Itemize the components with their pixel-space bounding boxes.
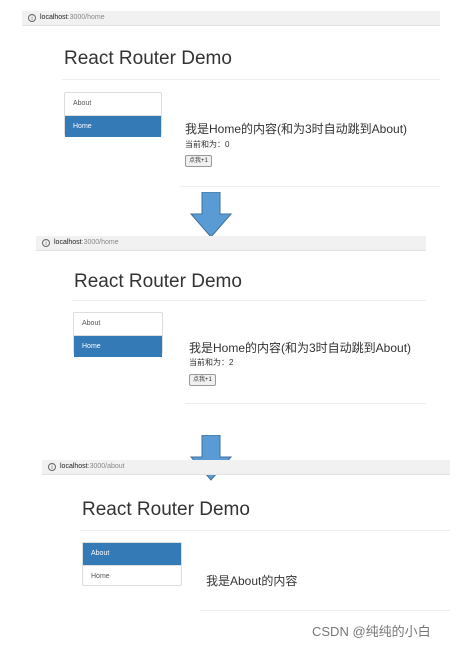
content-heading: 我是Home的内容(和为3时自动跳到About)	[185, 122, 408, 136]
divider	[80, 530, 450, 531]
page-title: React Router Demo	[74, 271, 242, 292]
sum-text: 当前和为：0	[185, 140, 230, 149]
divider	[72, 300, 426, 301]
down-arrow-icon	[190, 192, 232, 238]
nav-item-home[interactable]: Home	[83, 565, 181, 587]
page-title: React Router Demo	[82, 499, 250, 520]
content-heading: 我是About的内容	[206, 574, 298, 588]
url-path: :3000/home	[67, 14, 105, 21]
nav-item-about[interactable]: About	[82, 320, 101, 327]
divider	[200, 610, 450, 611]
increment-button[interactable]: 点我+1	[189, 374, 216, 386]
address-bar[interactable]: i localhost:3000/home	[22, 11, 440, 26]
url-path: :3000/home	[81, 239, 119, 246]
nav-item-about[interactable]: About	[83, 543, 181, 565]
page-title: React Router Demo	[64, 48, 232, 69]
nav-item-home[interactable]: Home	[74, 335, 162, 357]
sum-text: 当前和为：2	[189, 358, 234, 367]
url-host: localhost	[54, 239, 82, 246]
divider	[180, 186, 440, 187]
address-bar[interactable]: i localhost:3000/home	[36, 236, 426, 251]
address-bar[interactable]: i localhost:3000/about	[42, 460, 450, 475]
content-heading: 我是Home的内容(和为3时自动跳到About)	[189, 341, 412, 355]
watermark: CSDN @纯纯的小白	[312, 624, 431, 639]
info-icon[interactable]: i	[42, 239, 50, 247]
divider	[185, 403, 426, 404]
side-nav: About Home	[82, 542, 182, 586]
nav-item-home[interactable]: Home	[65, 115, 161, 137]
side-nav: About Home	[73, 312, 163, 357]
divider	[62, 79, 440, 80]
url-host: localhost	[40, 14, 68, 21]
nav-item-about[interactable]: About	[73, 100, 92, 107]
url-host: localhost	[60, 463, 88, 470]
info-icon[interactable]: i	[48, 463, 56, 471]
side-nav: About Home	[64, 92, 162, 137]
info-icon[interactable]: i	[28, 14, 36, 22]
increment-button[interactable]: 点我+1	[185, 155, 212, 167]
url-path: :3000/about	[87, 463, 125, 470]
